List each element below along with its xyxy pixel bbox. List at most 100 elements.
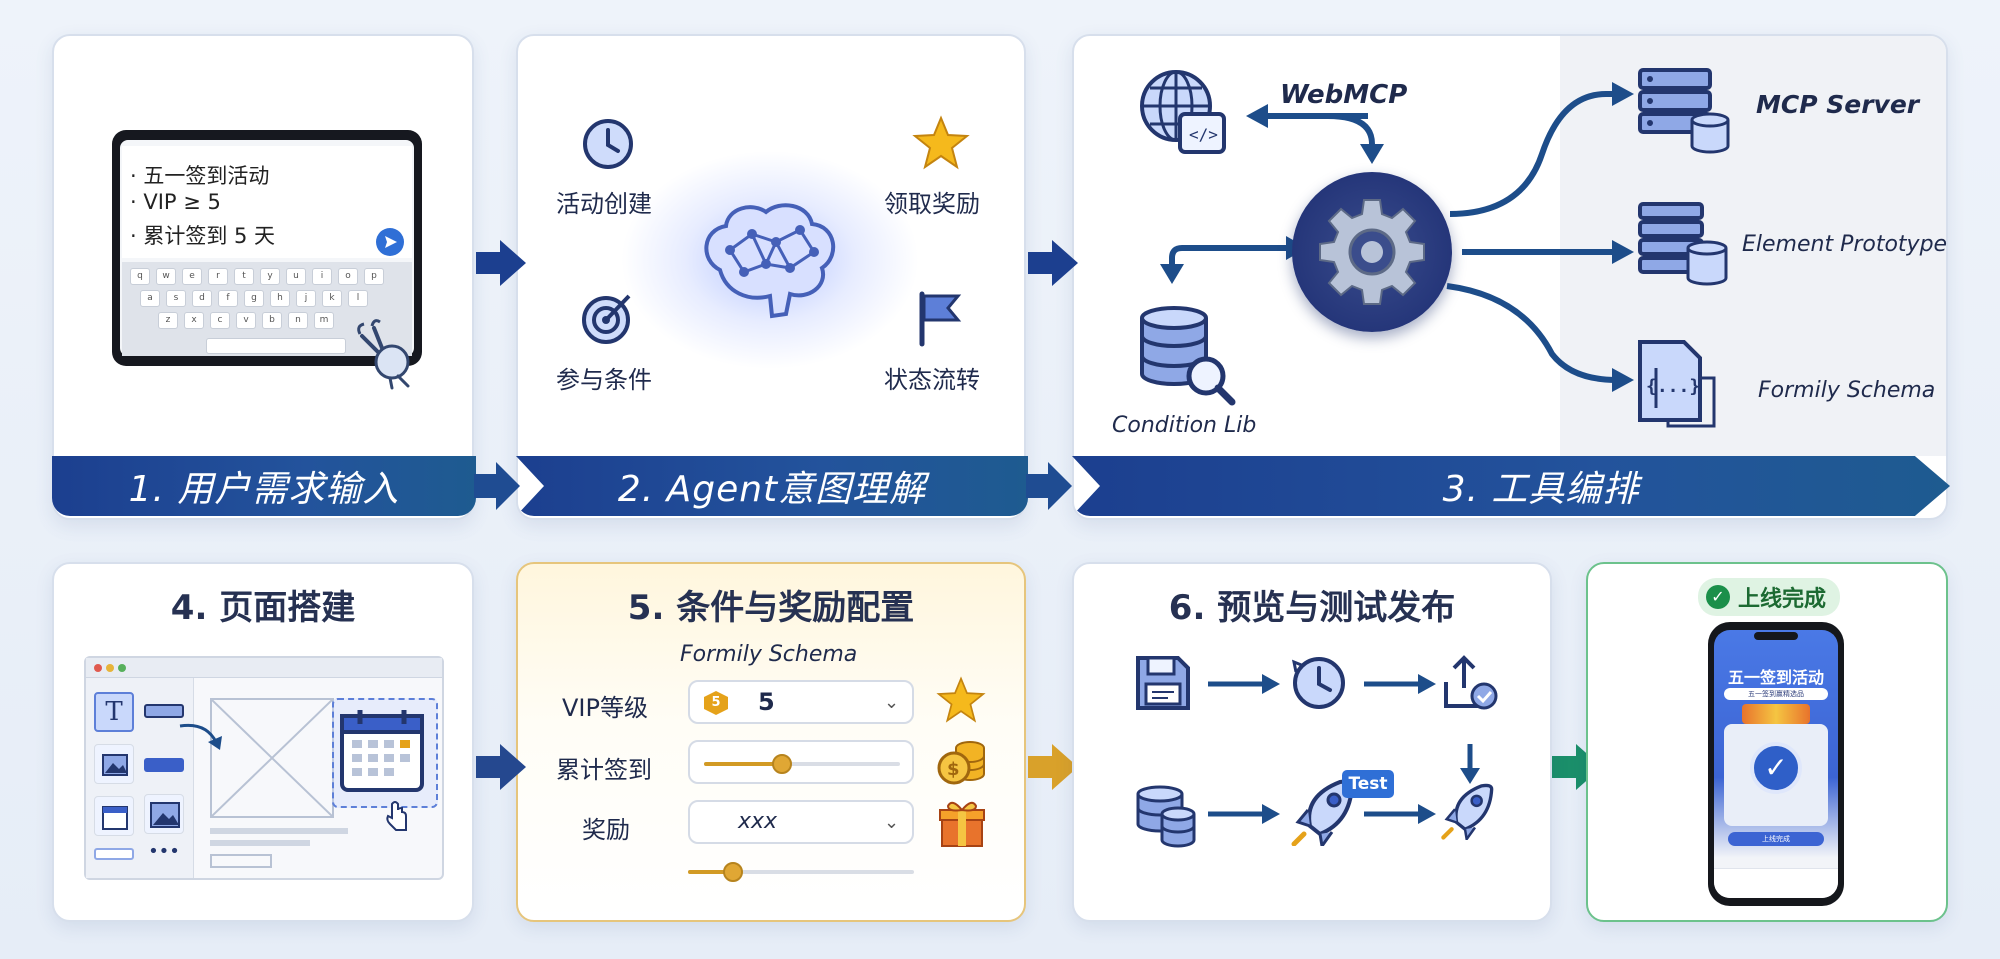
key-q[interactable]: q — [130, 268, 150, 285]
chat-line-3: · 累计签到 5 天 — [130, 224, 276, 248]
chat-line-1: · 五一签到活动 — [130, 164, 270, 188]
star-icon — [936, 676, 986, 723]
editor-window: T ••• — [84, 656, 444, 880]
key-y[interactable]: y — [260, 268, 280, 285]
condition-lib-label: Condition Lib — [1112, 413, 1257, 438]
vip-level-select[interactable]: 5 5 ⌄ — [688, 680, 914, 724]
bottom-slider-track — [688, 870, 914, 874]
key-r[interactable]: r — [208, 268, 228, 285]
cursor-hand-icon — [386, 801, 407, 831]
gift-icon — [939, 801, 985, 847]
step3-banner: 3. 工具编排 — [1072, 456, 1950, 516]
flow-arrow-b — [1364, 674, 1436, 694]
key-s[interactable]: s — [166, 290, 186, 307]
svg-text:$: $ — [947, 759, 960, 780]
phone-button[interactable]: 上线完成 — [1728, 832, 1824, 846]
key-f[interactable]: f — [218, 290, 238, 307]
target-icon — [582, 294, 631, 344]
key-n[interactable]: n — [288, 312, 308, 329]
key-g[interactable]: g — [244, 290, 264, 307]
window-dot-green — [118, 664, 126, 672]
arrow-6-7 — [1552, 744, 1602, 790]
key-w[interactable]: w — [156, 268, 176, 285]
globe-code-icon: </> — [1140, 70, 1226, 154]
phone-gifts — [1742, 704, 1810, 724]
key-x[interactable]: x — [184, 312, 204, 329]
slider-thumb[interactable] — [772, 754, 793, 774]
reward-select[interactable]: xxx ⌄ — [688, 800, 914, 844]
key-d[interactable]: d — [192, 290, 212, 307]
chat-input[interactable]: · 五一签到活动 · VIP ≥ 5 · 累计签到 5 天 — [122, 146, 412, 258]
spacebar[interactable] — [206, 338, 346, 354]
text-icon[interactable]: T — [94, 692, 134, 732]
publish-icon — [1444, 655, 1498, 710]
slider-fill — [704, 762, 783, 766]
image-widget[interactable] — [144, 794, 184, 834]
phone-notch — [1754, 632, 1798, 640]
key-h[interactable]: h — [270, 290, 290, 307]
step1-banner: 1. 用户需求输入 — [52, 456, 476, 516]
checkin-slider-field[interactable] — [688, 740, 914, 784]
database-search-icon — [1140, 306, 1236, 406]
tools-column-bg — [1560, 36, 1946, 456]
phone-screen: 五一签到活动 五一签到赢精选品 ✓ 上线完成 — [1714, 630, 1838, 898]
svg-text:</>: </> — [1189, 125, 1218, 144]
flag-icon — [919, 291, 962, 347]
key-v[interactable]: v — [236, 312, 256, 329]
input-widget[interactable] — [94, 848, 134, 860]
save-icon — [1136, 656, 1190, 710]
test-badge: Test — [1342, 770, 1394, 798]
key-i[interactable]: i — [312, 268, 332, 285]
calendar-widget[interactable] — [94, 796, 134, 836]
more-icon[interactable]: ••• — [148, 841, 180, 862]
vip-level-value: 5 — [758, 688, 775, 716]
step3-banner-text: 3. 工具编排 — [1442, 469, 1640, 510]
button-widget[interactable] — [144, 704, 184, 718]
chat-line-2: · VIP ≥ 5 — [130, 190, 221, 214]
phone-check-icon: ✓ — [1750, 742, 1802, 794]
key-c[interactable]: c — [210, 312, 230, 329]
small-button-widget[interactable] — [144, 758, 184, 772]
step6-panel — [1072, 562, 1552, 922]
status-badge-text: 上线完成 — [1738, 587, 1827, 612]
key-b[interactable]: b — [262, 312, 282, 329]
key-t[interactable]: t — [234, 268, 254, 285]
bottom-slider-thumb[interactable] — [723, 862, 744, 882]
key-o[interactable]: o — [338, 268, 358, 285]
image-icon[interactable] — [94, 744, 134, 784]
status-badge: ✓ 上线完成 — [1698, 578, 1841, 616]
schema-file-icon: {...} — [1638, 340, 1716, 428]
canvas-input — [210, 854, 272, 868]
webmcp-label: WebMCP — [1280, 80, 1408, 110]
key-l[interactable]: l — [348, 290, 368, 307]
bottom-slider-fill — [688, 870, 734, 874]
window-dot-red — [94, 664, 102, 672]
key-m[interactable]: m — [314, 312, 334, 329]
send-icon[interactable] — [376, 228, 404, 256]
key-a[interactable]: a — [140, 290, 160, 307]
target-mcp-server: MCP Server — [1756, 90, 1920, 119]
label-reward: 领取奖励 — [884, 190, 980, 218]
editor-toolbar — [86, 658, 442, 678]
vip-badge-icon: 5 — [704, 691, 728, 715]
key-j[interactable]: j — [296, 290, 316, 307]
key-k[interactable]: k — [322, 290, 342, 307]
phone-tabbar — [1714, 868, 1838, 898]
chevron-down-icon: ⌄ — [884, 812, 900, 833]
row-label-vip: VIP等级 — [562, 694, 648, 722]
step2-banner-text: 2. Agent意图理解 — [617, 469, 927, 510]
check-circle-icon: ✓ — [1706, 585, 1730, 609]
label-condition: 参与条件 — [556, 366, 652, 394]
key-u[interactable]: u — [286, 268, 306, 285]
key-e[interactable]: e — [182, 268, 202, 285]
reward-value: xxx — [738, 809, 778, 834]
canvas-line-1 — [210, 828, 348, 834]
key-z[interactable]: z — [158, 312, 178, 329]
target-element-prototype: Element Prototype — [1742, 232, 1948, 257]
down-arrow — [1460, 744, 1480, 784]
star-icon — [912, 115, 970, 170]
arrow-2-3 — [1028, 240, 1078, 286]
key-p[interactable]: p — [364, 268, 384, 285]
clock-icon — [1291, 657, 1345, 709]
brain-icon — [704, 203, 836, 319]
